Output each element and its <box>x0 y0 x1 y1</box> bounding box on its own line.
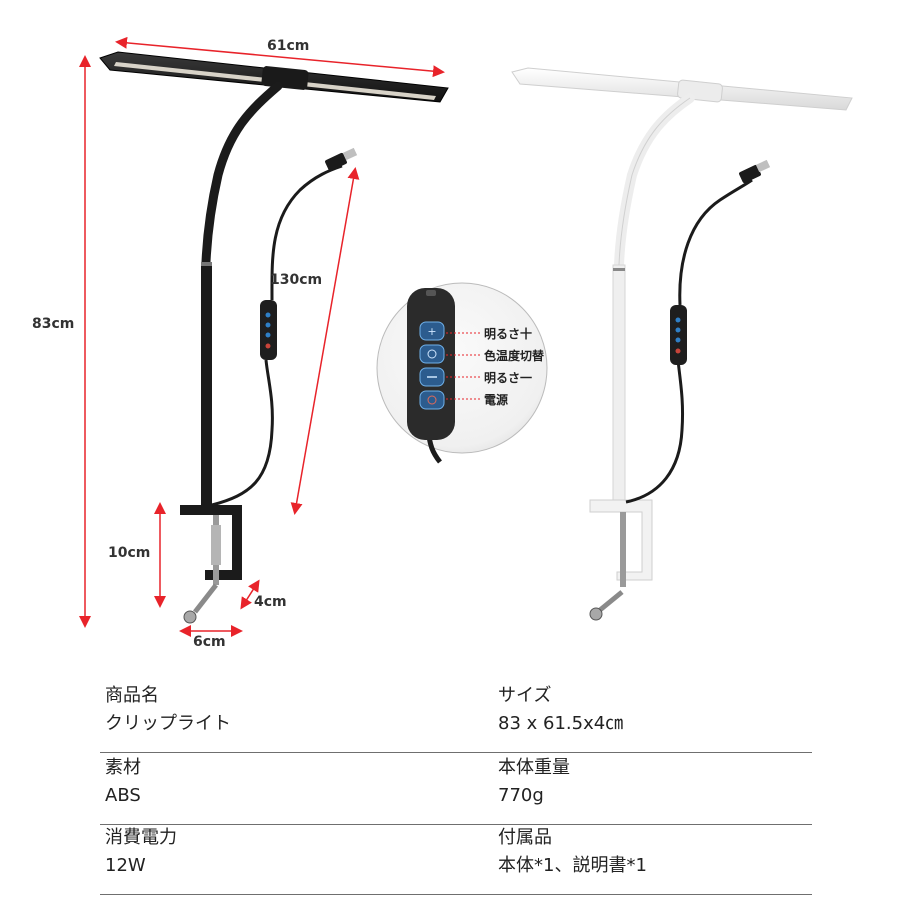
spec-row: 消費電力 12W 付属品 本体*1、説明書*1 <box>100 824 812 895</box>
spec-row: 商品名 クリップライト サイズ 83 x 61.5x4㎝ <box>100 682 812 753</box>
spec-label: 商品名 <box>105 685 159 706</box>
white-lamp <box>511 67 853 621</box>
dimension-width-label: 61cm <box>267 38 310 54</box>
spec-cell-size: サイズ 83 x 61.5x4㎝ <box>498 682 623 738</box>
controller-label-color-temp: 色温度切替 <box>484 349 545 363</box>
controller-closeup: + <box>376 282 548 464</box>
controller-buttons: + <box>419 321 445 410</box>
controller-label-power: 電源 <box>484 393 509 407</box>
product-illustration: + <box>32 36 853 650</box>
spec-value: 12W <box>105 855 146 876</box>
spec-value: 770g <box>498 785 544 806</box>
spec-label: 消費電力 <box>105 827 177 848</box>
spec-cell-material: 素材 ABS <box>105 754 141 810</box>
dimension-cable-label: 130cm <box>270 272 323 288</box>
dimension-clamp-width-label: 6cm <box>193 634 226 650</box>
spec-cell-accessories: 付属品 本体*1、説明書*1 <box>498 824 647 880</box>
spec-value: クリップライト <box>105 713 231 734</box>
svg-text:+: + <box>427 325 436 338</box>
spec-label: 素材 <box>105 757 141 778</box>
spec-cell-product-name: 商品名 クリップライト <box>105 682 231 738</box>
dimension-clamp-depth-label: 4cm <box>254 594 287 610</box>
spec-label: 付属品 <box>498 827 552 848</box>
controller-label-brightness-up: 明るさ十 <box>484 327 533 341</box>
spec-value: 83 x 61.5x4㎝ <box>498 713 624 734</box>
dimension-arrows <box>79 36 445 637</box>
dimension-clamp-height-label: 10cm <box>108 545 151 561</box>
spec-label: サイズ <box>498 685 552 706</box>
lamp-diagram: + <box>79 36 853 637</box>
spec-label: 本体重量 <box>498 757 570 778</box>
spec-cell-weight: 本体重量 770g <box>498 754 570 810</box>
spec-value: 本体*1、説明書*1 <box>498 855 647 876</box>
spec-value: ABS <box>105 785 141 806</box>
controller-label-brightness-down: 明るさ一 <box>484 371 533 385</box>
dimension-height-label: 83cm <box>32 316 75 332</box>
spec-row: 素材 ABS 本体重量 770g <box>100 754 812 825</box>
spec-cell-power: 消費電力 12W <box>105 824 177 880</box>
